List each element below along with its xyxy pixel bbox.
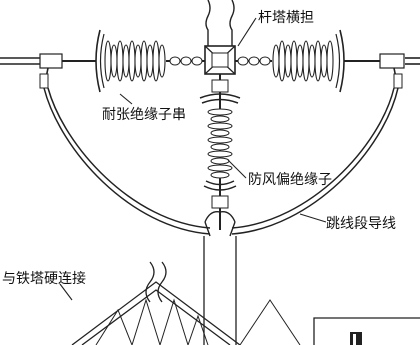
label-tension-insulator-string: 耐张绝缘子串 — [102, 107, 186, 123]
right-tension-insulator-string — [235, 29, 405, 93]
conductor-lines — [0, 57, 420, 65]
label-tower-hard-connection: 与铁塔硬连接 — [2, 270, 86, 287]
left-tension-insulator-string — [39, 29, 205, 93]
leader-lines — [59, 17, 327, 301]
inset-frame — [313, 317, 420, 345]
tower-crossarm — [204, 0, 236, 75]
windproof-insulator-string — [199, 74, 241, 237]
label-crossarm: 杆塔横担 — [258, 10, 314, 26]
label-windproof-insulator: 防风偏绝缘子 — [248, 172, 332, 188]
tower-lattice — [71, 236, 301, 345]
jumper-conductor — [39, 67, 403, 235]
label-jumper-conductor: 跳线段导线 — [326, 216, 396, 232]
